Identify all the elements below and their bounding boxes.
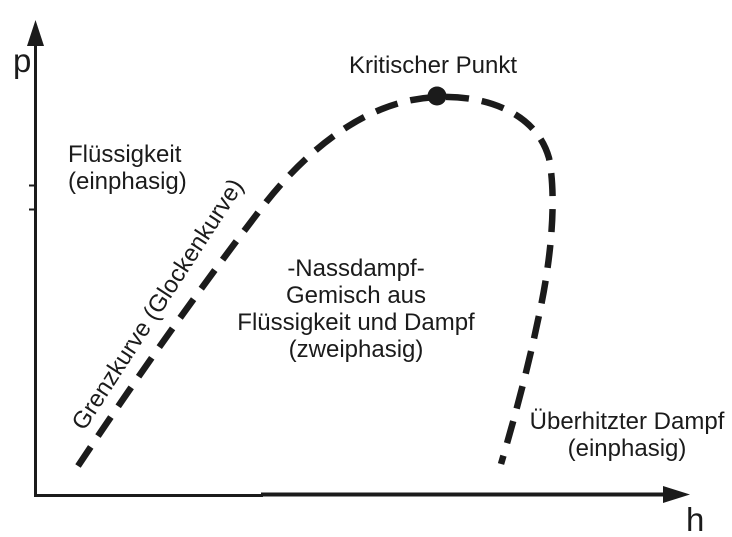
- liquid-region-label-line1: Flüssigkeit: [68, 141, 182, 168]
- wet-steam-label-line3: Flüssigkeit und Dampf: [237, 309, 475, 336]
- wet-steam-label-line2: Gemisch aus: [285, 282, 427, 309]
- superheated-label-line2: (einphasig): [567, 435, 687, 462]
- wet-steam-region-label: -Nassdampf- Gemisch aus Flüssigkeit und …: [237, 255, 474, 363]
- y-axis-label: p: [13, 42, 32, 79]
- x-axis-arrowhead: [663, 486, 690, 503]
- liquid-region-label-line2: (einphasig): [68, 168, 187, 195]
- x-axis-label: h: [686, 501, 705, 537]
- superheated-label-line1: Überhitzter Dampf: [529, 408, 725, 435]
- wet-steam-label-line4: (zweiphasig): [288, 336, 424, 363]
- y-axis-arrowhead: [27, 20, 44, 46]
- wet-steam-label-line1: -Nassdampf-: [287, 255, 425, 282]
- critical-point-dot: [427, 86, 447, 106]
- critical-point-label: Kritischer Punkt: [348, 52, 518, 79]
- liquid-region-label: Flüssigkeit (einphasig): [68, 141, 187, 195]
- saturation-dome-curve: [75, 93, 556, 468]
- superheated-region-label: Überhitzter Dampf (einphasig): [530, 408, 725, 462]
